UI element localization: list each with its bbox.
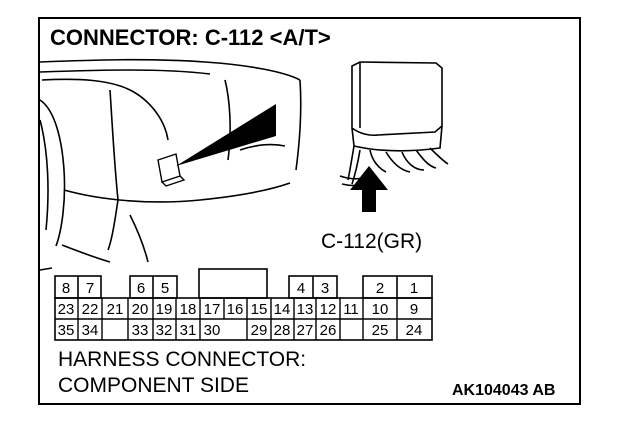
pin-label: 4 (297, 280, 305, 297)
pin-label: 13 (297, 301, 314, 318)
pin-label: 23 (58, 301, 75, 318)
pin-label: 10 (372, 301, 389, 318)
pin-label: 2 (376, 280, 384, 297)
pin-numbers: 8 7 6 5 4 3 2 1 23 22 21 20 19 18 17 16 … (58, 280, 423, 339)
pin-label: 21 (107, 301, 124, 318)
pin-label: 20 (132, 301, 149, 318)
pin-label: 11 (343, 301, 359, 318)
pin-label: 19 (156, 301, 173, 318)
pin-label: 3 (321, 280, 329, 297)
pin-label: 31 (180, 322, 197, 339)
pin-label: 32 (156, 322, 173, 339)
pin-label: 29 (251, 322, 268, 339)
connector-key (198, 268, 268, 299)
pin-label: 28 (274, 322, 291, 339)
pin-label: 30 (204, 322, 221, 339)
dashboard-drawing (39, 58, 302, 263)
pin-label: 35 (58, 322, 75, 339)
pointer-arrow (350, 166, 388, 212)
diagram-title: CONNECTOR: C-112 <A/T> (50, 25, 331, 50)
pin-label: 26 (320, 322, 337, 339)
pin-label: 18 (180, 301, 197, 318)
pin-label: 7 (86, 280, 94, 297)
pin-label: 17 (204, 301, 221, 318)
pin-label: 27 (297, 322, 314, 339)
pin-label: 24 (406, 322, 423, 339)
dash-connector-icon (157, 153, 186, 187)
pin-label: 1 (410, 280, 418, 297)
pin-label: 14 (274, 301, 291, 318)
pin-label: 22 (82, 301, 99, 318)
pin-label: 5 (161, 280, 169, 297)
pin-label: 33 (132, 322, 149, 339)
pin-label: 12 (320, 301, 337, 318)
caption-line-1: HARNESS CONNECTOR: (58, 348, 307, 371)
pin-label: 34 (82, 322, 99, 339)
pin-label: 16 (227, 301, 244, 318)
pin-label: 15 (251, 301, 268, 318)
pin-label: 8 (62, 280, 70, 297)
module-drawing (339, 61, 449, 187)
caption-line-2: COMPONENT SIDE (58, 374, 249, 397)
pin-label: 25 (372, 322, 389, 339)
pin-dividers (77, 298, 398, 340)
figure-code: AK104043 AB (452, 382, 556, 399)
pin-label: 9 (410, 301, 418, 318)
callout-wedge (176, 104, 276, 166)
connector-label: C-112(GR) (321, 230, 422, 253)
pin-label: 6 (137, 280, 145, 297)
